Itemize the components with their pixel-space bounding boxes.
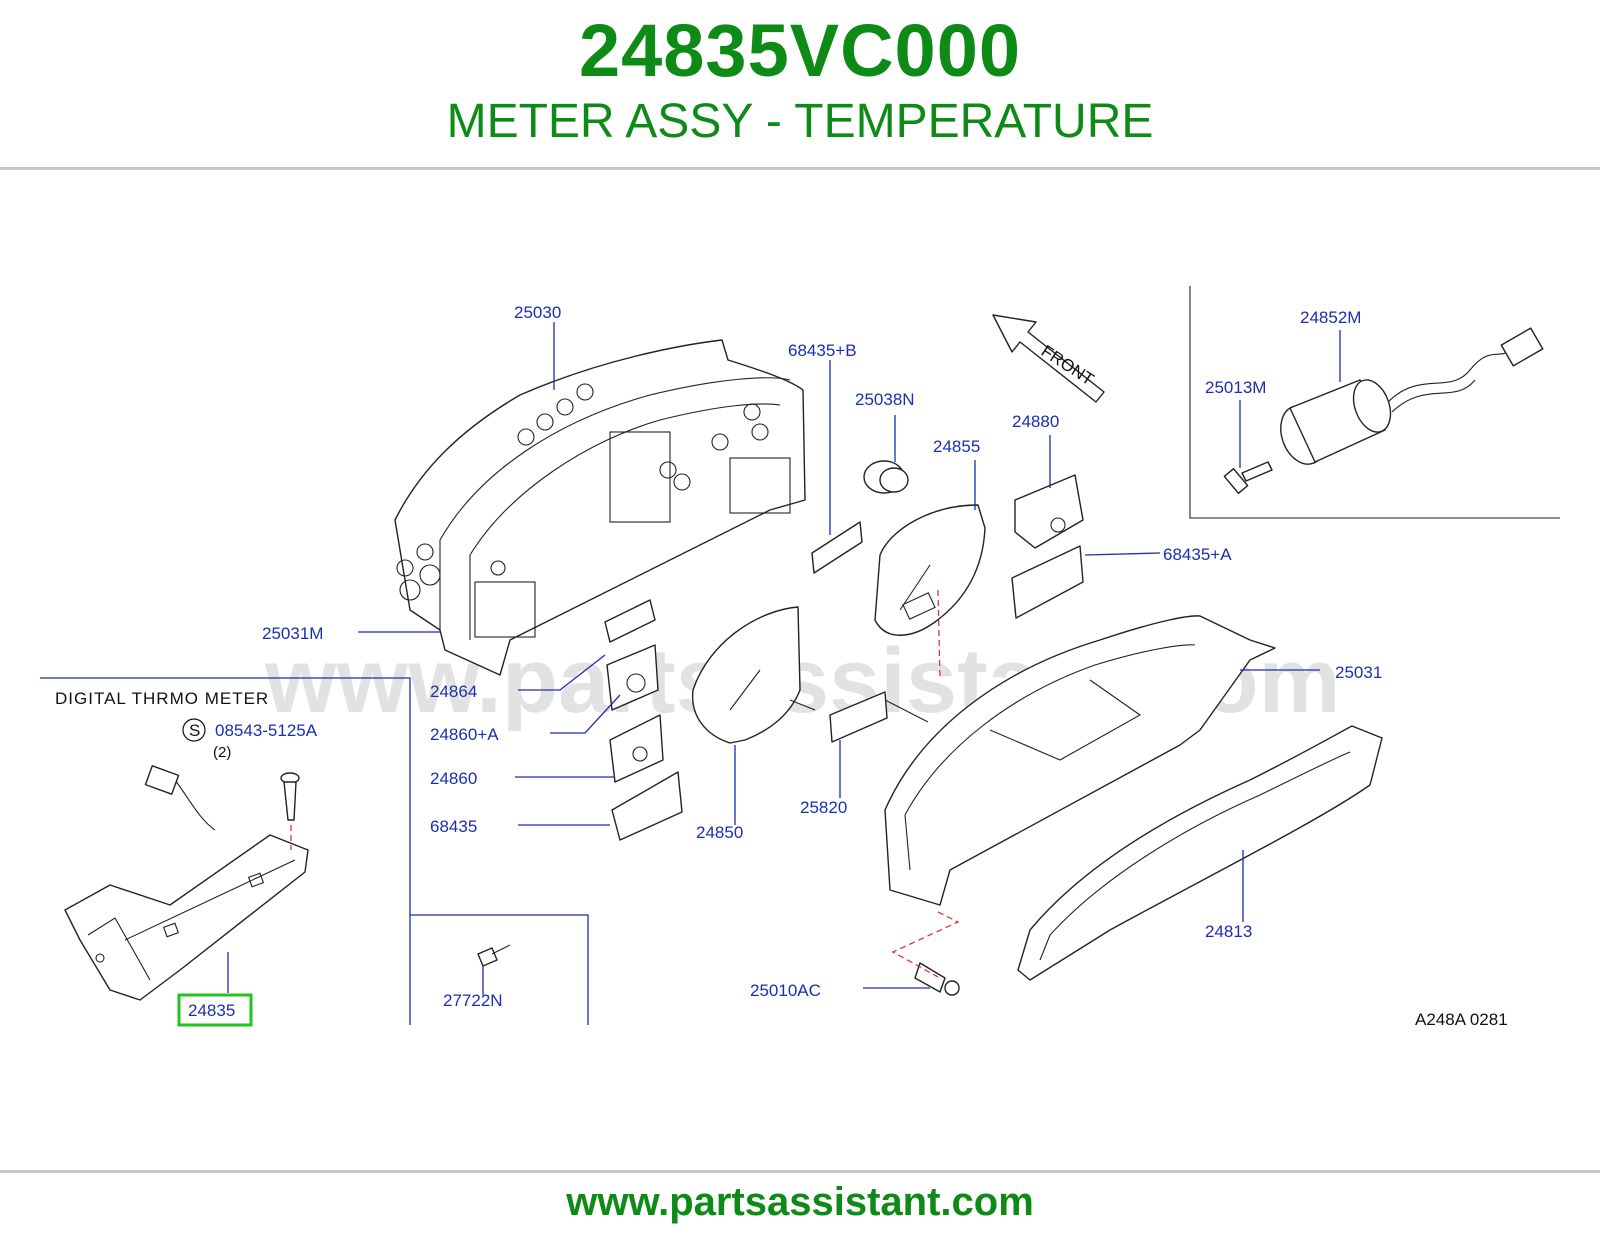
label-25820[interactable]: 25820 — [800, 798, 847, 817]
screw-symbol: S — [189, 721, 200, 740]
gauge-24860a-drawing — [606, 644, 659, 711]
label-27722n[interactable]: 27722N — [443, 991, 503, 1010]
label-24850[interactable]: 24850 — [696, 823, 743, 842]
cluster-25031-drawing — [884, 615, 1276, 906]
part-description: METER ASSY - TEMPERATURE — [446, 95, 1154, 148]
highlight-box — [177, 993, 253, 1027]
housing-25030-drawing — [394, 339, 806, 676]
gauge-24855-drawing — [874, 504, 986, 636]
label-25038n[interactable]: 25038N — [855, 390, 915, 409]
label-25013m[interactable]: 25013M — [1205, 378, 1266, 397]
label-24860[interactable]: 24860 — [430, 769, 477, 788]
label-08543[interactable]: 08543-5125A — [215, 721, 318, 740]
label-24860a[interactable]: 24860+A — [430, 725, 499, 744]
inset-frame — [1189, 286, 1560, 519]
plate-68435-drawing — [611, 771, 683, 841]
leader-24864 — [518, 654, 606, 691]
drawing-code: A248A 0281 — [1415, 1010, 1508, 1029]
gauge-24855-dash — [937, 589, 941, 681]
screw-25010ac-drawing — [914, 962, 960, 996]
label-24813[interactable]: 24813 — [1205, 922, 1252, 941]
label-68435a[interactable]: 68435+A — [1163, 545, 1232, 564]
part-number-title: 24835VC000 — [578, 9, 1022, 92]
front-arrow-icon — [992, 314, 1105, 403]
footer-url-link[interactable]: www.partsassistant.com — [566, 1180, 1034, 1224]
screw-symbol-circle — [182, 718, 206, 742]
inset-tree-line — [40, 677, 411, 1025]
label-24855[interactable]: 24855 — [933, 437, 980, 456]
lens-24813-drawing — [1017, 725, 1383, 981]
plate-68435a-drawing — [1011, 545, 1084, 619]
odometer-25820-drawing — [829, 691, 929, 743]
label-24880[interactable]: 24880 — [1012, 412, 1059, 431]
gauge-24880-drawing — [1014, 474, 1084, 549]
leader-68435a — [1084, 552, 1161, 556]
screw-quantity: (2) — [213, 744, 231, 761]
label-24852m[interactable]: 24852M — [1300, 308, 1361, 327]
meter-24835-drawing — [64, 765, 309, 1001]
screw-08543-drawing — [280, 772, 300, 821]
leader-24860a — [550, 694, 621, 734]
inset-branch-line — [410, 914, 589, 1025]
label-25010ac[interactable]: 25010AC — [750, 981, 821, 1000]
cap-24864-drawing — [604, 599, 656, 643]
label-25031[interactable]: 25031 — [1335, 663, 1382, 682]
plate-68435b-drawing — [811, 521, 863, 574]
inset-title: DIGITAL THRMO METER — [55, 689, 269, 708]
footer-divider — [0, 1170, 1600, 1173]
screw-25010ac-dash — [891, 911, 960, 978]
header-divider — [0, 167, 1600, 170]
gauge-24850-drawing — [691, 606, 816, 744]
sensor-24852m-drawing — [1280, 327, 1544, 465]
parts-diagram: www.partsassistant.com FRONT — [0, 265, 1600, 1065]
bulb-25038n-drawing — [863, 460, 909, 494]
label-25031m[interactable]: 25031M — [262, 624, 323, 643]
page-header: 24835VC000 METER ASSY - TEMPERATURE — [0, 0, 1600, 168]
gauge-24860-drawing — [609, 714, 664, 783]
label-24864[interactable]: 24864 — [430, 682, 477, 701]
label-25030[interactable]: 25030 — [514, 303, 561, 322]
label-68435[interactable]: 68435 — [430, 817, 477, 836]
clip-25013m-drawing — [1223, 461, 1273, 494]
label-68435b[interactable]: 68435+B — [788, 341, 857, 360]
clip-27722n-drawing — [477, 944, 511, 967]
label-24835[interactable]: 24835 — [188, 1001, 235, 1020]
